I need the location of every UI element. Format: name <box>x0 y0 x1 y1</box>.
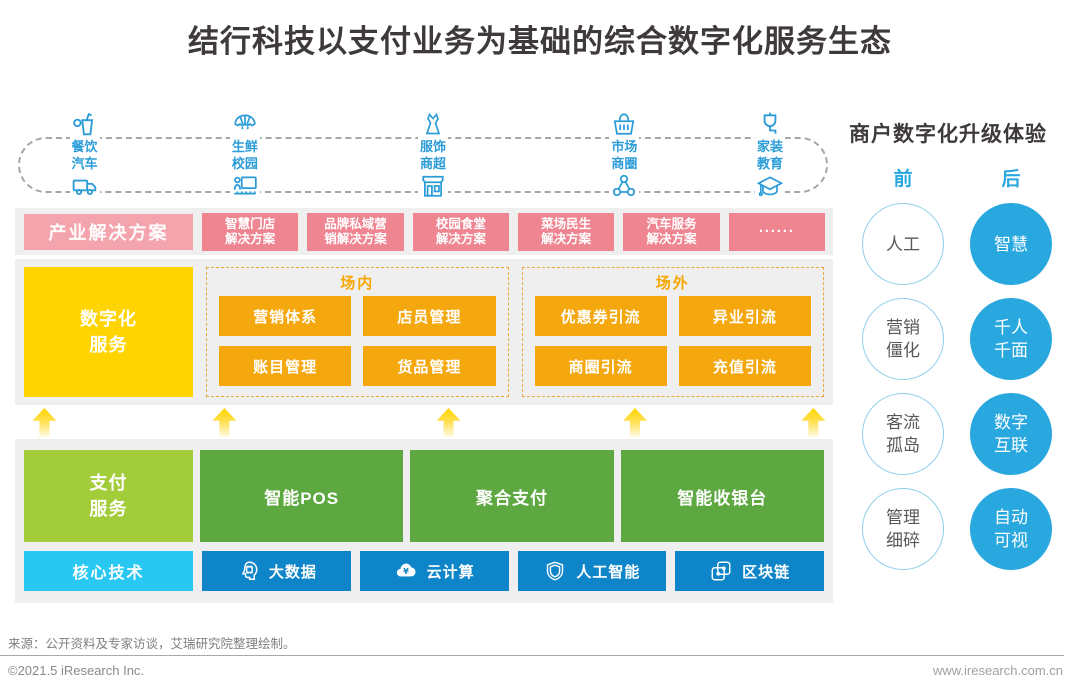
tech-label: 人工智能 <box>576 563 641 581</box>
digital-service-item: 优惠券引流 <box>534 296 667 336</box>
copyright-text: ©2021.5 iResearch Inc. <box>8 663 145 678</box>
industries-band: 餐饮 汽车 生鲜 校园 <box>15 110 833 208</box>
tech-item-ai: 人工智能 <box>517 551 667 591</box>
after-circle: 千人 千面 <box>970 298 1052 380</box>
tech-item-cloud: ¥ 云计算 <box>359 551 509 591</box>
industry-label: 汽车 <box>69 155 100 172</box>
tech-label: 大数据 <box>268 563 317 581</box>
in-store-label: 场内 <box>340 275 375 292</box>
payment-tech-panel: 支付 服务 智能POS 聚合支付 智能收银台 核心技术 大数据 <box>15 439 833 603</box>
industry-label: 餐饮 <box>69 138 100 155</box>
before-after-grid: 人工 智慧 营销 僵化 千人 千面 客流 孤岛 数字 互联 管理 细碎 自动 可… <box>849 203 1065 570</box>
industry-fresh-campus: 生鲜 校园 <box>229 110 260 200</box>
digital-service-item: 充值引流 <box>678 346 811 386</box>
solution-item: 菜场民生 解决方案 <box>517 212 615 251</box>
digital-service-item: 货品管理 <box>363 346 496 386</box>
page-title: 结行科技以支付业务为基础的综合数字化服务生态 <box>188 24 892 59</box>
industry-label: 教育 <box>754 155 786 172</box>
solution-item-more: ······ <box>728 212 825 251</box>
big-data-icon <box>236 559 260 583</box>
graduation-cap-icon <box>754 172 785 200</box>
in-store-group: 场内 营销体系 店员管理 账目管理 货品管理 <box>206 267 509 397</box>
payment-item: 聚合支付 <box>410 450 614 542</box>
main-diagram: 餐饮 汽车 生鲜 校园 <box>15 110 833 603</box>
truck-icon <box>69 172 100 200</box>
industry-label: 商超 <box>417 155 448 172</box>
digital-services-row: 数字化 服务 场内 营销体系 店员管理 账目管理 货品管理 场外 优惠券引流 异… <box>15 259 833 405</box>
before-circle: 人工 <box>862 203 944 285</box>
digital-service-item: 商圈引流 <box>534 346 667 386</box>
before-circle: 营销 僵化 <box>862 298 944 380</box>
before-column-label: 前 <box>893 169 913 190</box>
industry-label: 家装 <box>754 138 786 155</box>
storefront-icon <box>417 172 448 200</box>
tech-item-bigdata: 大数据 <box>202 551 351 591</box>
solutions-row: 产业解决方案 智慧门店 解决方案 品牌私域营 销解决方案 校园食堂 解决方案 菜… <box>15 208 833 255</box>
industry-apparel-supermarket: 服饰 商超 <box>417 110 448 200</box>
after-circle: 自动 可视 <box>970 488 1052 570</box>
up-arrow-icon <box>212 408 237 437</box>
up-arrow-icon <box>623 408 648 437</box>
before-after-header: 前 后 <box>849 164 1065 191</box>
out-of-store-group: 场外 优惠券引流 异业引流 商圈引流 充值引流 <box>521 267 824 397</box>
tech-item-blockchain: 区块链 <box>675 551 824 591</box>
out-of-store-label: 场外 <box>655 275 690 292</box>
upgrade-experience-panel: 商户数字化升级体验 前 后 人工 智慧 营销 僵化 千人 千面 客流 孤岛 数字… <box>849 110 1065 603</box>
footer: 来源：公开资料及专家访谈，艾瑞研究院整理绘制。 ©2021.5 iResearc… <box>0 633 1080 678</box>
digital-services-header: 数字化 服务 <box>24 267 193 397</box>
payment-item: 智能收银台 <box>620 450 824 542</box>
blockchain-icon <box>709 559 733 583</box>
digital-service-item: 店员管理 <box>363 296 496 336</box>
footer-divider <box>0 655 1064 656</box>
network-icon <box>609 172 640 200</box>
payment-item: 智能POS <box>200 450 404 542</box>
solution-item: 品牌私域营 销解决方案 <box>307 212 404 251</box>
core-tech-header: 核心技术 <box>24 551 193 591</box>
sidebar-title: 商户数字化升级体验 <box>849 123 1047 146</box>
svg-text:¥: ¥ <box>403 566 409 576</box>
industry-home-education: 家装 教育 <box>754 110 786 200</box>
lamp-icon <box>754 110 785 138</box>
before-circle: 客流 孤岛 <box>862 393 944 475</box>
digital-service-item: 营销体系 <box>219 296 352 336</box>
after-circle: 数字 互联 <box>970 393 1052 475</box>
industry-label: 市场 <box>609 138 640 155</box>
solution-item: 校园食堂 解决方案 <box>412 212 509 251</box>
up-arrow-icon <box>32 408 57 437</box>
digital-service-item: 异业引流 <box>678 296 811 336</box>
industry-market-district: 市场 商圈 <box>609 110 640 200</box>
after-circle: 智慧 <box>970 203 1052 285</box>
tech-label: 区块链 <box>742 563 791 581</box>
classroom-icon <box>229 172 260 200</box>
core-tech-row: 核心技术 大数据 ¥ 云计算 <box>24 551 824 591</box>
up-arrow-icon <box>801 408 826 437</box>
up-arrow-icon <box>436 408 461 437</box>
industry-label: 服饰 <box>417 138 448 155</box>
solution-item: 汽车服务 解决方案 <box>623 212 720 251</box>
basket-icon <box>609 110 640 138</box>
up-arrows <box>15 405 833 439</box>
payment-services-row: 支付 服务 智能POS 聚合支付 智能收银台 <box>24 450 824 542</box>
after-column-label: 后 <box>1001 169 1021 190</box>
industry-label: 生鲜 <box>229 138 260 155</box>
solutions-header: 产业解决方案 <box>24 213 193 250</box>
industry-label: 校园 <box>229 155 260 172</box>
content: 餐饮 汽车 生鲜 校园 <box>15 110 1065 603</box>
industry-label: 商圈 <box>609 155 640 172</box>
scallop-icon <box>229 110 260 138</box>
industry-restaurant-auto: 餐饮 汽车 <box>69 110 100 200</box>
digital-service-item: 账目管理 <box>219 346 352 386</box>
source-note: 来源：公开资料及专家访谈，艾瑞研究院整理绘制。 <box>8 637 296 651</box>
drink-cup-icon <box>69 110 100 138</box>
before-circle: 管理 细碎 <box>862 488 944 570</box>
solution-item: 智慧门店 解决方案 <box>202 212 299 251</box>
shield-icon <box>543 559 567 583</box>
cloud-yen-icon: ¥ <box>394 559 418 583</box>
payment-services-header: 支付 服务 <box>24 450 193 542</box>
dress-icon <box>417 110 448 138</box>
website-text: www.iresearch.com.cn <box>932 663 1063 678</box>
tech-label: 云计算 <box>426 563 475 581</box>
